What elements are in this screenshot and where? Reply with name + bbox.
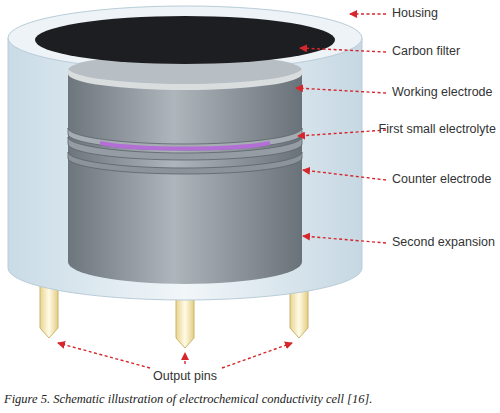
figure-caption: Figure 5. Schematic illustration of elec… (4, 392, 372, 407)
leader-line (58, 14, 386, 368)
core-body (68, 70, 302, 284)
part-label: Working electrode (392, 86, 493, 100)
part-label: Carbon filter (392, 45, 460, 59)
part-label: First small electrolyte (379, 123, 496, 137)
carbon-filter (35, 16, 335, 64)
housing-body (8, 38, 362, 300)
counter-electrode (68, 152, 302, 174)
part-label: Counter electrode (392, 173, 491, 187)
part-label: Second expansion (392, 236, 495, 250)
part-label: Output pins (153, 370, 217, 384)
electrolyte-layer (100, 143, 270, 149)
working-electrode (68, 68, 302, 90)
electrolyte-band (68, 137, 302, 160)
part-label: Housing (392, 7, 438, 21)
housing-top (8, 6, 362, 70)
electrolyte-band (68, 128, 302, 150)
